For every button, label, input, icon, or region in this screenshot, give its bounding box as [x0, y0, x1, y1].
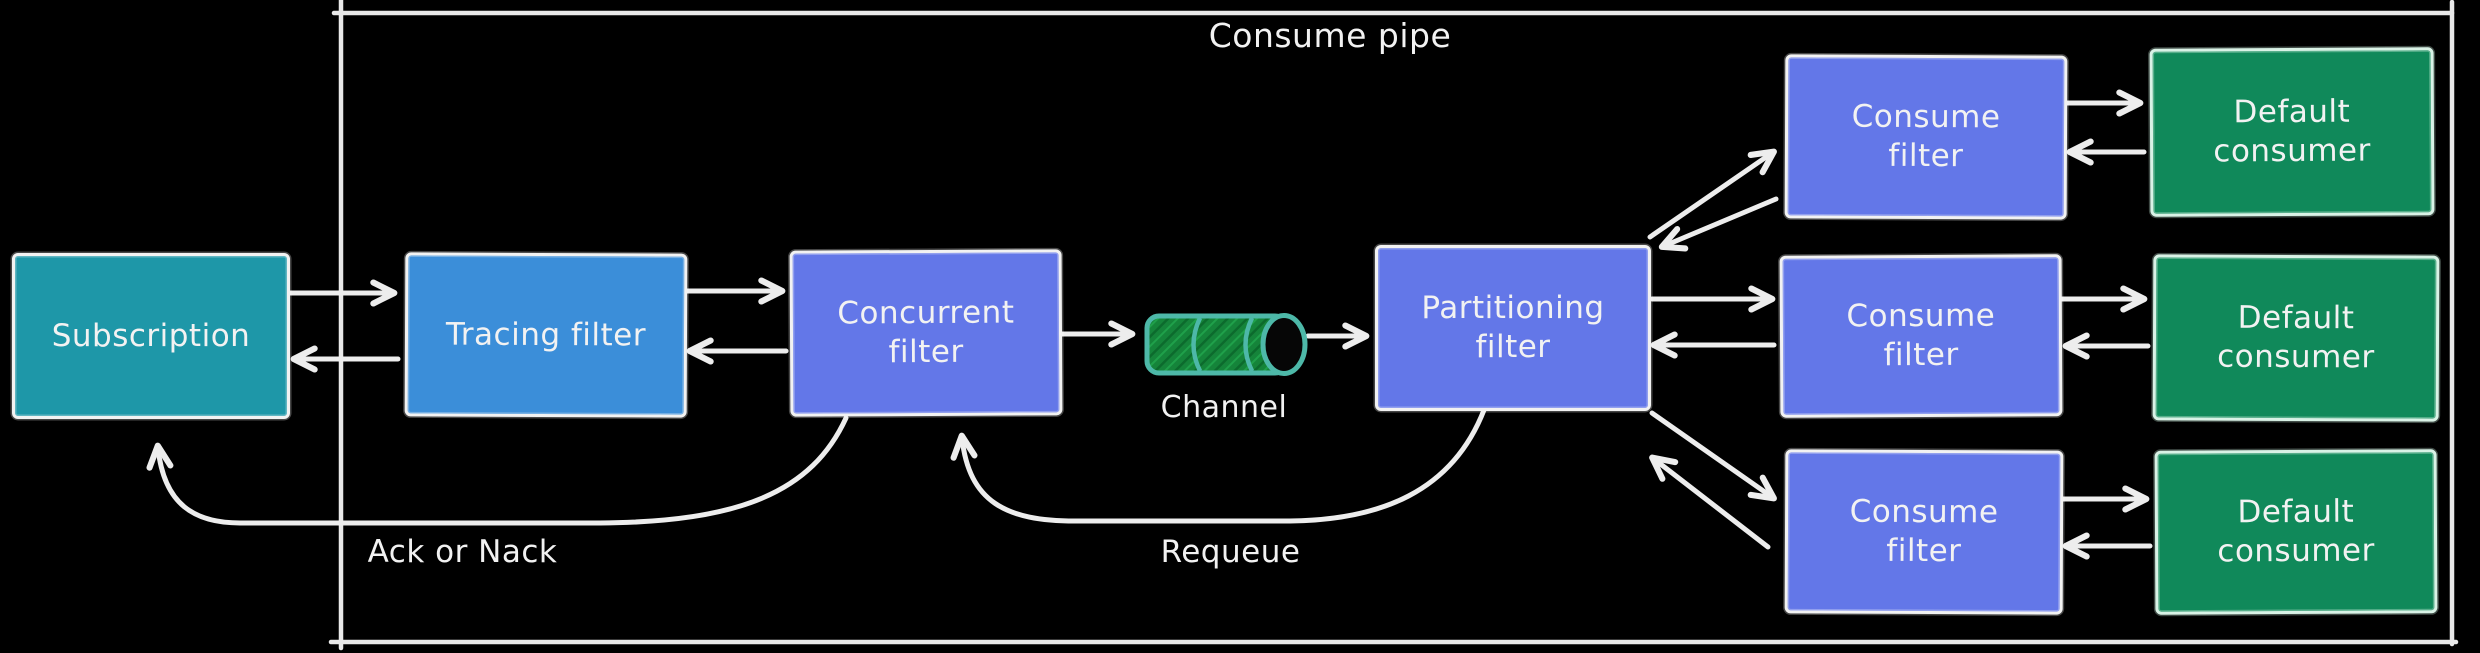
- arrow-consume-top-to-partitioning: [1658, 196, 1779, 252]
- node-consume-filter-middle-label: Consume filter: [1846, 297, 1996, 374]
- node-consume-filter-top: Consume filter: [1784, 54, 2068, 220]
- channel-label: Channel: [1160, 390, 1288, 425]
- arrow-requeue-curve: [950, 407, 1487, 524]
- consume-pipe-container-border: [328, 0, 2459, 651]
- node-default-consumer-bottom: Default consumer: [2154, 449, 2438, 615]
- arrow-partitioning-to-consume-bottom: [1649, 410, 1777, 502]
- node-consume-filter-bottom-label: Consume filter: [1849, 493, 1999, 570]
- requeue-label: Requeue: [1160, 534, 1301, 570]
- node-consume-filter-top-label: Consume filter: [1851, 98, 2001, 175]
- consume-pipe-title: Consume pipe: [1208, 16, 1452, 55]
- node-subscription: Subscription: [12, 253, 290, 419]
- node-default-consumer-top-label: Default consumer: [2213, 93, 2371, 170]
- node-subscription-label: Subscription: [51, 317, 251, 354]
- channel-cylinder: [1144, 313, 1308, 376]
- node-partitioning-filter-label: Partitioning filter: [1421, 290, 1605, 365]
- node-default-consumer-bottom-label: Default consumer: [2217, 493, 2375, 570]
- node-default-consumer-top: Default consumer: [2149, 47, 2435, 217]
- channel-rib-1: [1191, 317, 1203, 373]
- node-default-consumer-middle-label: Default consumer: [2217, 299, 2375, 376]
- node-concurrent-filter: Concurrent filter: [789, 249, 1063, 417]
- node-partitioning-filter: Partitioning filter: [1375, 245, 1651, 411]
- node-tracing-filter-label: Tracing filter: [445, 316, 647, 354]
- node-consume-filter-middle: Consume filter: [1779, 254, 2063, 418]
- arrow-partitioning-to-consume-top: [1647, 148, 1777, 240]
- arrow-consume-bottom-to-partitioning: [1649, 454, 1771, 550]
- node-concurrent-filter-label: Concurrent filter: [837, 294, 1015, 371]
- channel-rib-2: [1243, 317, 1255, 373]
- channel-open-end: [1260, 313, 1308, 376]
- node-default-consumer-middle: Default consumer: [2152, 254, 2440, 422]
- ack-or-nack-label: Ack or Nack: [367, 534, 558, 570]
- node-consume-filter-bottom: Consume filter: [1784, 449, 2064, 615]
- node-tracing-filter: Tracing filter: [404, 252, 688, 418]
- arrow-ack-or-nack-curve: [146, 415, 849, 526]
